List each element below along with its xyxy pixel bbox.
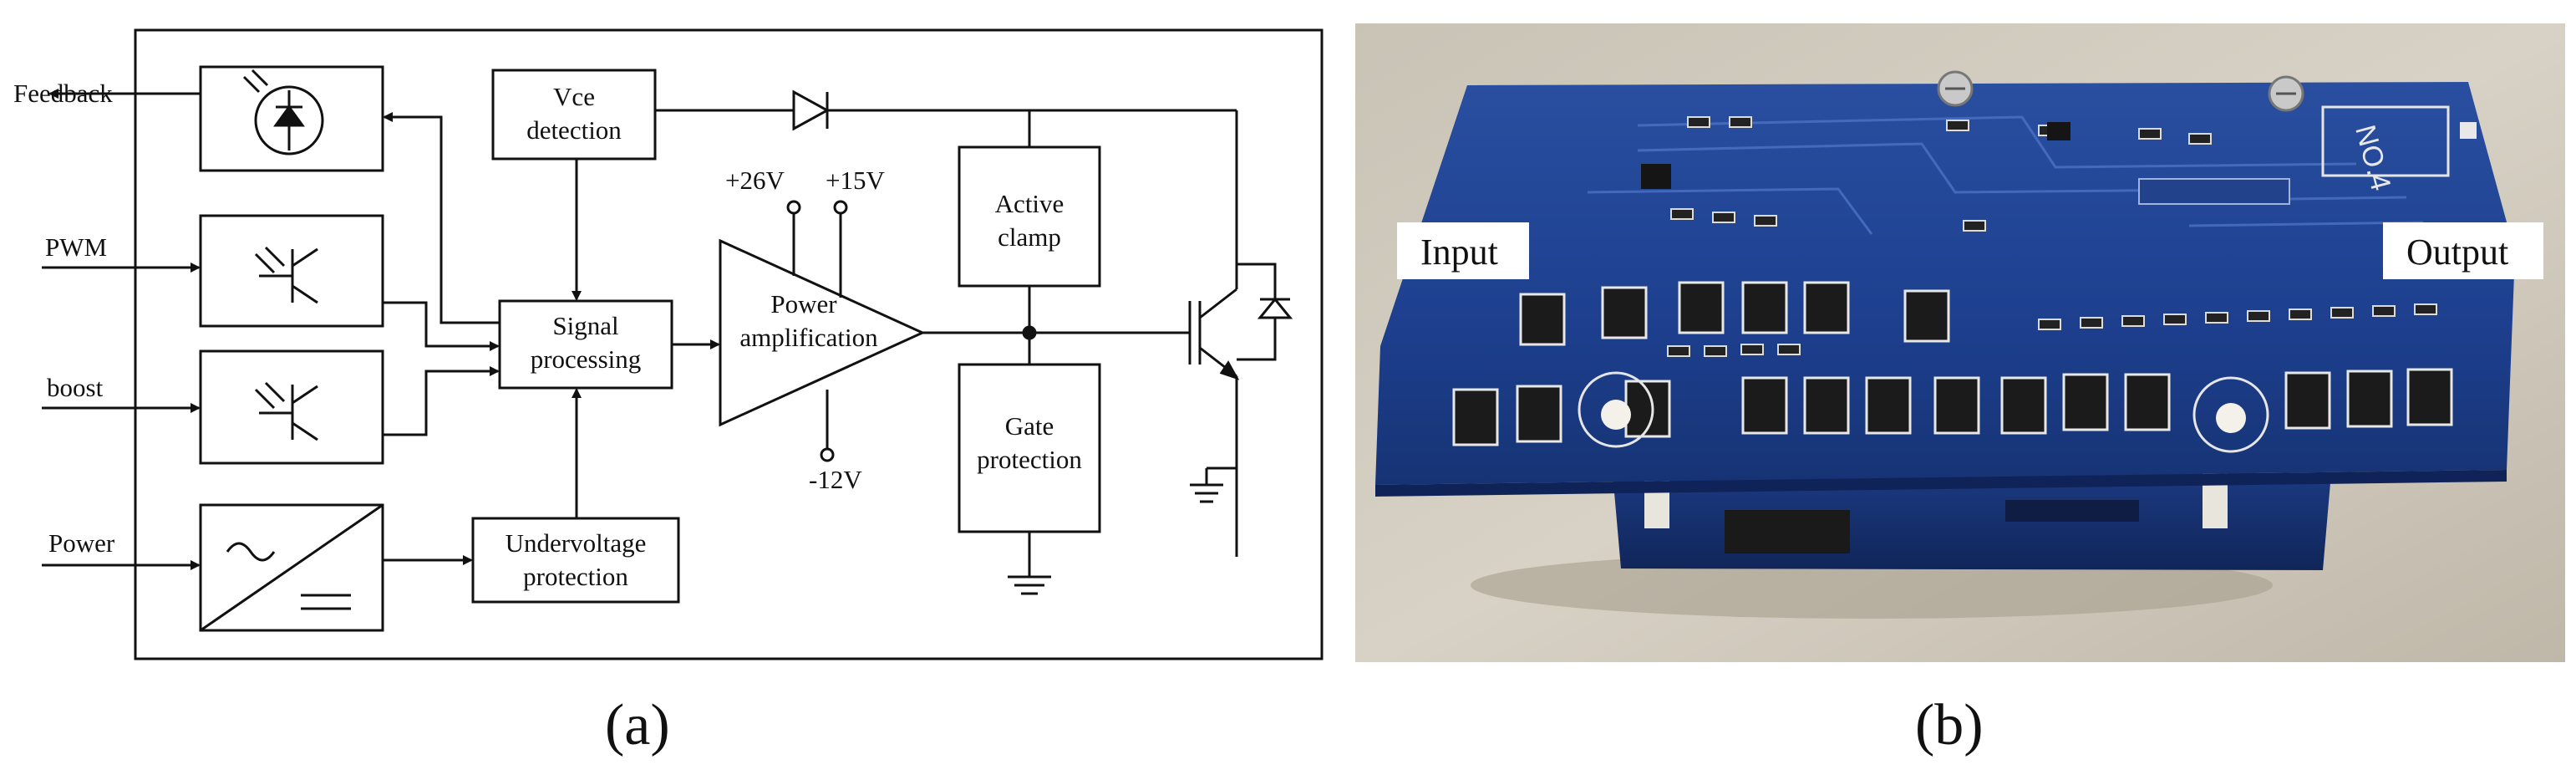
- screw-icon: [1937, 70, 1974, 107]
- diode-icon: [792, 89, 831, 131]
- supply-neg12v-label: -12V: [809, 465, 862, 494]
- driver-outer-frame: [134, 28, 1324, 660]
- feedback-label: Feedback: [13, 79, 113, 108]
- lower-ic: [1725, 510, 1850, 553]
- vce-detection-label: Vce: [553, 82, 595, 111]
- output-label-box: [2383, 222, 2543, 279]
- boost-label: boost: [47, 373, 104, 402]
- igbt-icon: [1188, 263, 1293, 557]
- photodiode-icon: [242, 69, 324, 156]
- phototransistor-icon: [254, 246, 318, 304]
- lower-connector: [2005, 500, 2139, 522]
- signal-processing-label: processing: [531, 344, 642, 374]
- active-clamp-label: clamp: [998, 222, 1061, 252]
- screw-icon: [2268, 75, 2304, 112]
- panel-a-labels: Feedback PWM boost Power Vce detection S…: [13, 79, 1082, 757]
- input-label: Input: [1420, 232, 1498, 273]
- supply-terminal-icon: [820, 447, 835, 462]
- signal-processing-label: Signal: [552, 311, 618, 340]
- mounting-hole: [2192, 376, 2269, 453]
- power-converter-block: [199, 503, 384, 632]
- power-amplification-label: amplification: [739, 323, 878, 352]
- ground-icon: [1008, 575, 1051, 595]
- mounting-hole: [1601, 400, 1631, 430]
- output-label: Output: [2406, 232, 2508, 273]
- smd-ic: [2047, 122, 2070, 140]
- supply-15v-label: +15V: [826, 166, 885, 195]
- vce-detection-block: [491, 69, 657, 161]
- ac-wave-icon: [226, 542, 276, 562]
- pwm-optocoupler-block: [199, 214, 384, 328]
- undervoltage-protection-label: protection: [523, 562, 628, 591]
- upper-pcb-edge: [1375, 470, 2507, 497]
- corner-pad: [2460, 122, 2477, 139]
- pwm-label: PWM: [45, 232, 107, 262]
- gate-protection-label: protection: [977, 445, 1082, 474]
- active-clamp-label: Active: [995, 189, 1064, 218]
- phototransistor-icon: [254, 381, 318, 441]
- boost-optocoupler-block: [199, 349, 384, 465]
- gate-protection-label: Gate: [1005, 411, 1054, 441]
- power-amplification-label: Power: [770, 289, 837, 319]
- supply-terminal-icon: [786, 200, 801, 215]
- input-label-box: [1397, 222, 1529, 279]
- panel-a-diagram: [42, 28, 1324, 660]
- ground-icon: [1190, 483, 1223, 503]
- supply-26v-label: +26V: [725, 166, 785, 195]
- undervoltage-protection-label: Undervoltage: [506, 528, 647, 558]
- vce-detection-label: detection: [526, 115, 622, 145]
- board-number-box: [2321, 105, 2450, 177]
- supply-terminal-icon: [833, 200, 848, 215]
- power-amplifier-triangle: [719, 238, 926, 427]
- mounting-hole: [2216, 403, 2246, 433]
- smd-diodes: [1452, 281, 2453, 446]
- panel-b-photo: NO.4 Input Output: [1355, 23, 2565, 662]
- panel-a-caption: (a): [605, 693, 670, 757]
- mounting-hole: [1578, 371, 1654, 448]
- connector-pads: [2138, 178, 2290, 205]
- panel-b-caption: (b): [1915, 693, 1984, 757]
- power-label: Power: [48, 528, 115, 558]
- smd-ic: [1641, 164, 1671, 189]
- smd-resistors: [1667, 116, 2437, 357]
